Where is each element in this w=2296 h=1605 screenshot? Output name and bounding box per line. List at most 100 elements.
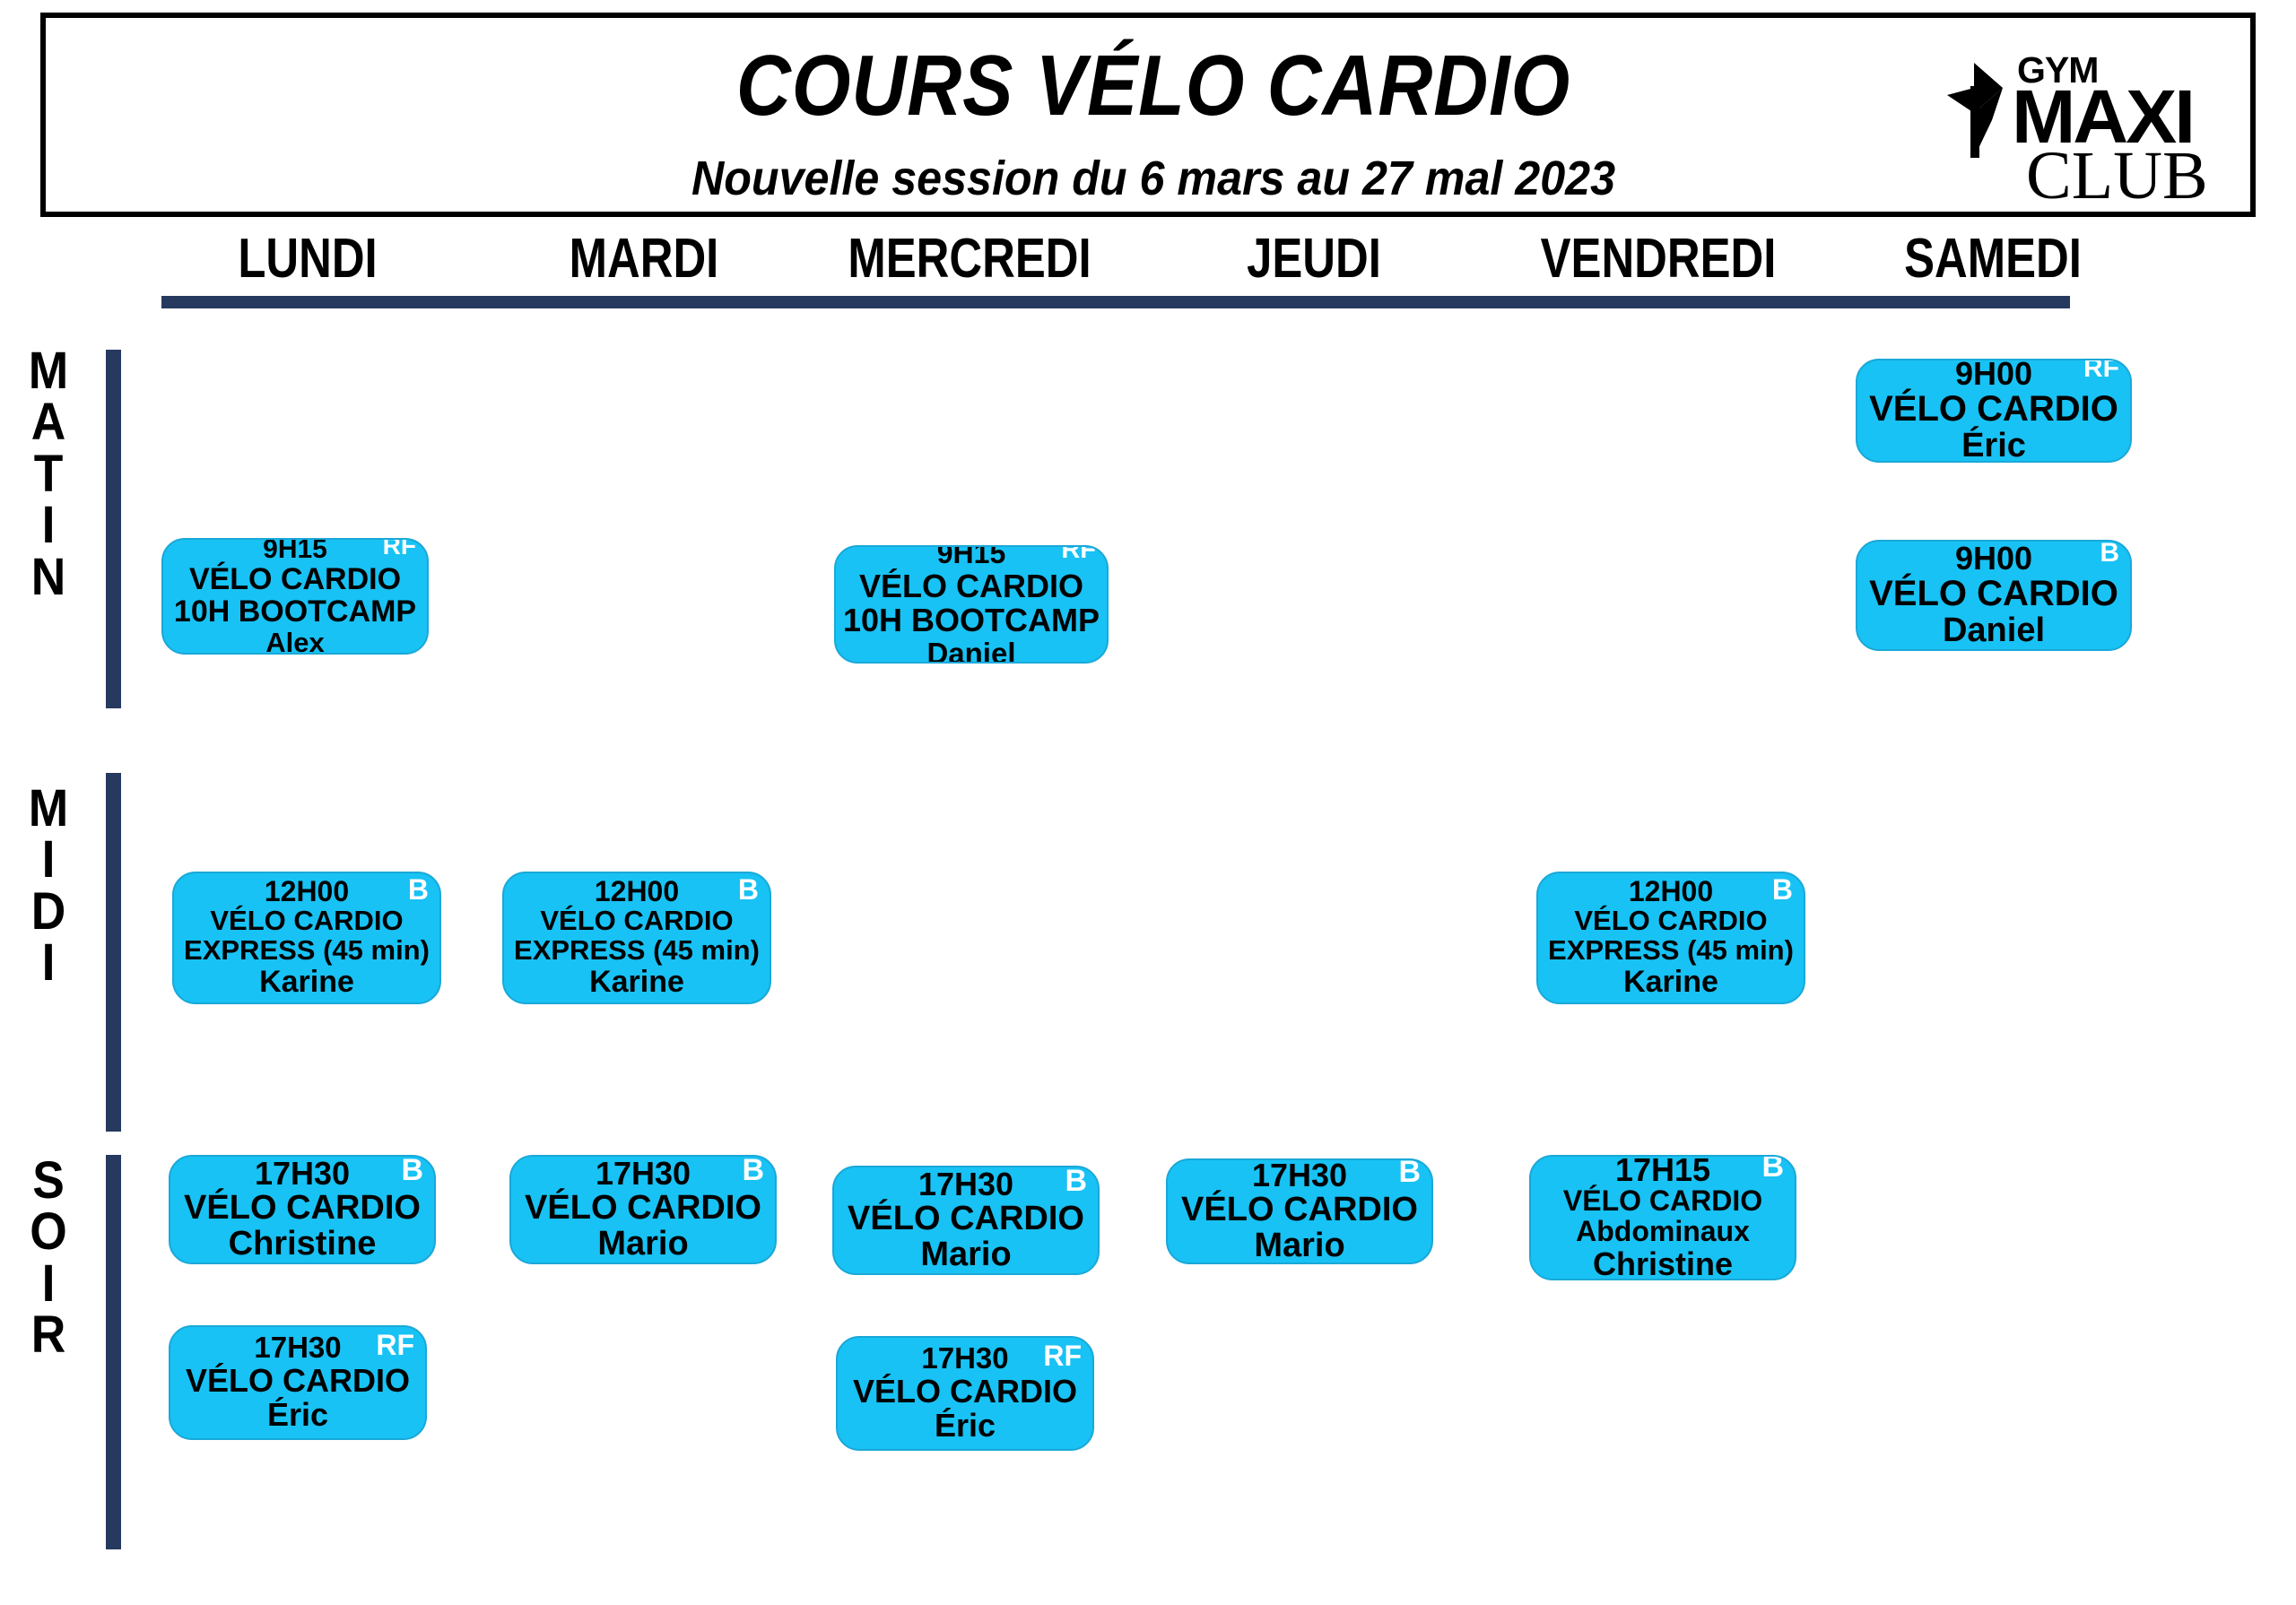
- class-name-line: VÉLO CARDIO: [848, 1200, 1084, 1238]
- class-name-line: EXPRESS (45 min): [184, 934, 430, 967]
- class-instructor: Christine: [1592, 1245, 1734, 1280]
- logo-maxi-text: MAXI: [2012, 74, 2196, 159]
- class-name-line: 10H BOOTCAMP: [173, 594, 417, 629]
- class-time: 17H15: [1614, 1155, 1711, 1188]
- class-name-line: VÉLO CARDIO: [1869, 574, 2118, 614]
- period-label-letter: S: [32, 1151, 65, 1210]
- period-bar-matin: [106, 350, 121, 708]
- period-label-letter: M: [28, 779, 69, 837]
- class-instructor: Éric: [1961, 427, 2026, 463]
- logo-gym-text: GYM: [2017, 49, 2099, 91]
- period-label-letter: M: [28, 342, 69, 400]
- class-card-header: 17H30 RF: [179, 1329, 416, 1365]
- class-card-header: 9H15 RF: [172, 538, 418, 564]
- gym-maxi-club-logo: GYM MAXI CLUB: [1947, 34, 2216, 213]
- period-label-letter: I: [41, 496, 56, 555]
- arrow-burst-icon: [1947, 63, 2003, 158]
- class-badge: B: [1065, 1166, 1087, 1198]
- class-name-line: VÉLO CARDIO: [858, 567, 1083, 604]
- period-bar-midi: [106, 773, 121, 1132]
- period-label-letter: O: [30, 1202, 67, 1262]
- class-badge: RF: [382, 538, 416, 560]
- class-badge: RF: [376, 1329, 414, 1362]
- class-instructor: Karine: [259, 965, 354, 1000]
- class-instructor: Karine: [1623, 965, 1718, 1000]
- class-badge: B: [407, 873, 429, 907]
- period-label-letter: A: [30, 393, 66, 452]
- class-instructor: Éric: [266, 1395, 329, 1433]
- class-time: 17H30: [921, 1341, 1009, 1375]
- class-instructor: Mario: [597, 1225, 689, 1263]
- day-header-samedi: SAMEDI: [1904, 228, 2082, 290]
- class-instructor: Christine: [228, 1225, 377, 1263]
- period-label-letter: T: [33, 444, 64, 503]
- logo-club-text: CLUB: [2026, 138, 2208, 213]
- day-header-mercredi: MERCREDI: [848, 228, 1091, 290]
- period-bar-soir: [106, 1155, 121, 1549]
- class-name-line: Abdominaux: [1576, 1215, 1750, 1248]
- class-time: 17H30: [254, 1155, 351, 1192]
- day-header-jeudi: JEUDI: [1247, 228, 1381, 290]
- class-name-line: VÉLO CARDIO: [1181, 1191, 1418, 1229]
- class-name-line: VÉLO CARDIO: [1869, 389, 2118, 429]
- class-badge: B: [2100, 540, 2119, 568]
- class-card-header: 12H00 B: [1547, 873, 1795, 908]
- class-name-line: VÉLO CARDIO: [188, 561, 402, 596]
- class-time: 17H30: [1251, 1158, 1348, 1193]
- class-time: 9H00: [1954, 540, 2033, 577]
- class-time: 17H30: [254, 1331, 342, 1365]
- class-name-line: VÉLO CARDIO: [852, 1372, 1077, 1410]
- class-instructor: Daniel: [1942, 612, 2046, 650]
- class-name-line: VÉLO CARDIO: [210, 905, 404, 937]
- class-badge: B: [742, 1155, 764, 1187]
- class-instructor: Karine: [589, 965, 684, 1000]
- class-time: 12H00: [594, 875, 680, 908]
- class-instructor: Mario: [920, 1236, 1012, 1274]
- class-name-line: VÉLO CARDIO: [525, 1189, 761, 1228]
- class-name-line: 10H BOOTCAMP: [842, 601, 1100, 638]
- class-badge: B: [1398, 1158, 1421, 1189]
- class-badge: B: [1771, 873, 1793, 907]
- class-time: 9H15: [263, 538, 327, 564]
- class-badge: B: [401, 1155, 423, 1187]
- period-label-letter: D: [30, 881, 66, 941]
- class-instructor: Alex: [265, 626, 325, 655]
- period-label-letter: I: [41, 933, 56, 993]
- class-name-line: VÉLO CARDIO: [184, 1189, 421, 1228]
- class-time: 12H00: [1628, 875, 1714, 908]
- period-label-letter: I: [41, 1254, 56, 1313]
- period-label-letter: I: [41, 830, 56, 889]
- class-badge: RF: [1043, 1340, 1082, 1373]
- day-header-lundi: LUNDI: [238, 228, 378, 290]
- class-card-header: 17H30 RF: [847, 1340, 1083, 1375]
- class-card-header: 9H00 RF: [1866, 359, 2121, 392]
- class-badge: RF: [2083, 359, 2119, 383]
- class-time: 12H00: [264, 875, 350, 908]
- class-time: 9H00: [1954, 359, 2033, 392]
- session-subtitle: Nouvelle session du 6 mars au 27 mal 202…: [691, 152, 1616, 205]
- class-badge: RF: [1061, 545, 1096, 565]
- class-card-header: 17H30 B: [843, 1167, 1089, 1201]
- class-name-line: VÉLO CARDIO: [1574, 905, 1768, 937]
- class-time: 17H30: [918, 1166, 1014, 1202]
- period-label-letter: N: [30, 547, 66, 606]
